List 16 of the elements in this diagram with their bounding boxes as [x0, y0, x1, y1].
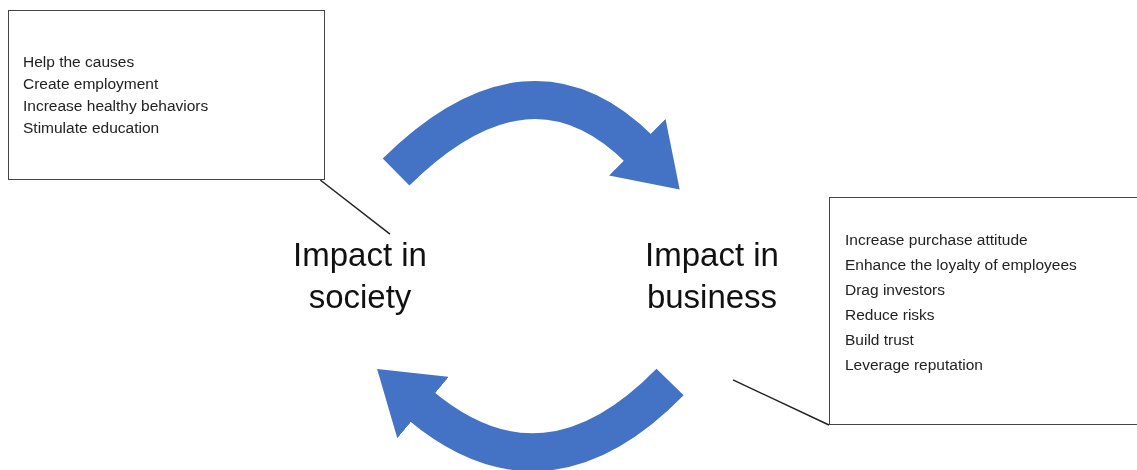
list-item: Build trust [845, 330, 915, 350]
leader-line [319, 179, 391, 235]
list-item: Reduce risks [845, 305, 936, 325]
heading-text: Impact in business [645, 236, 779, 315]
list-item: Increase purchase attitude [845, 230, 1029, 250]
text-box [8, 10, 325, 180]
list-item: Help the causes [23, 52, 136, 72]
list-item: Enhance the loyalty of employees [845, 255, 1078, 275]
list-item: Leverage reputation [845, 355, 984, 375]
list-item: Create employment [23, 74, 160, 94]
text-box [829, 197, 1137, 425]
leader-line [732, 379, 830, 426]
list-item: Increase healthy behaviors [23, 96, 210, 116]
list-item: Drag investors [845, 280, 946, 300]
heading-text: Impact in society [293, 236, 427, 315]
list-item: Stimulate education [23, 118, 161, 138]
